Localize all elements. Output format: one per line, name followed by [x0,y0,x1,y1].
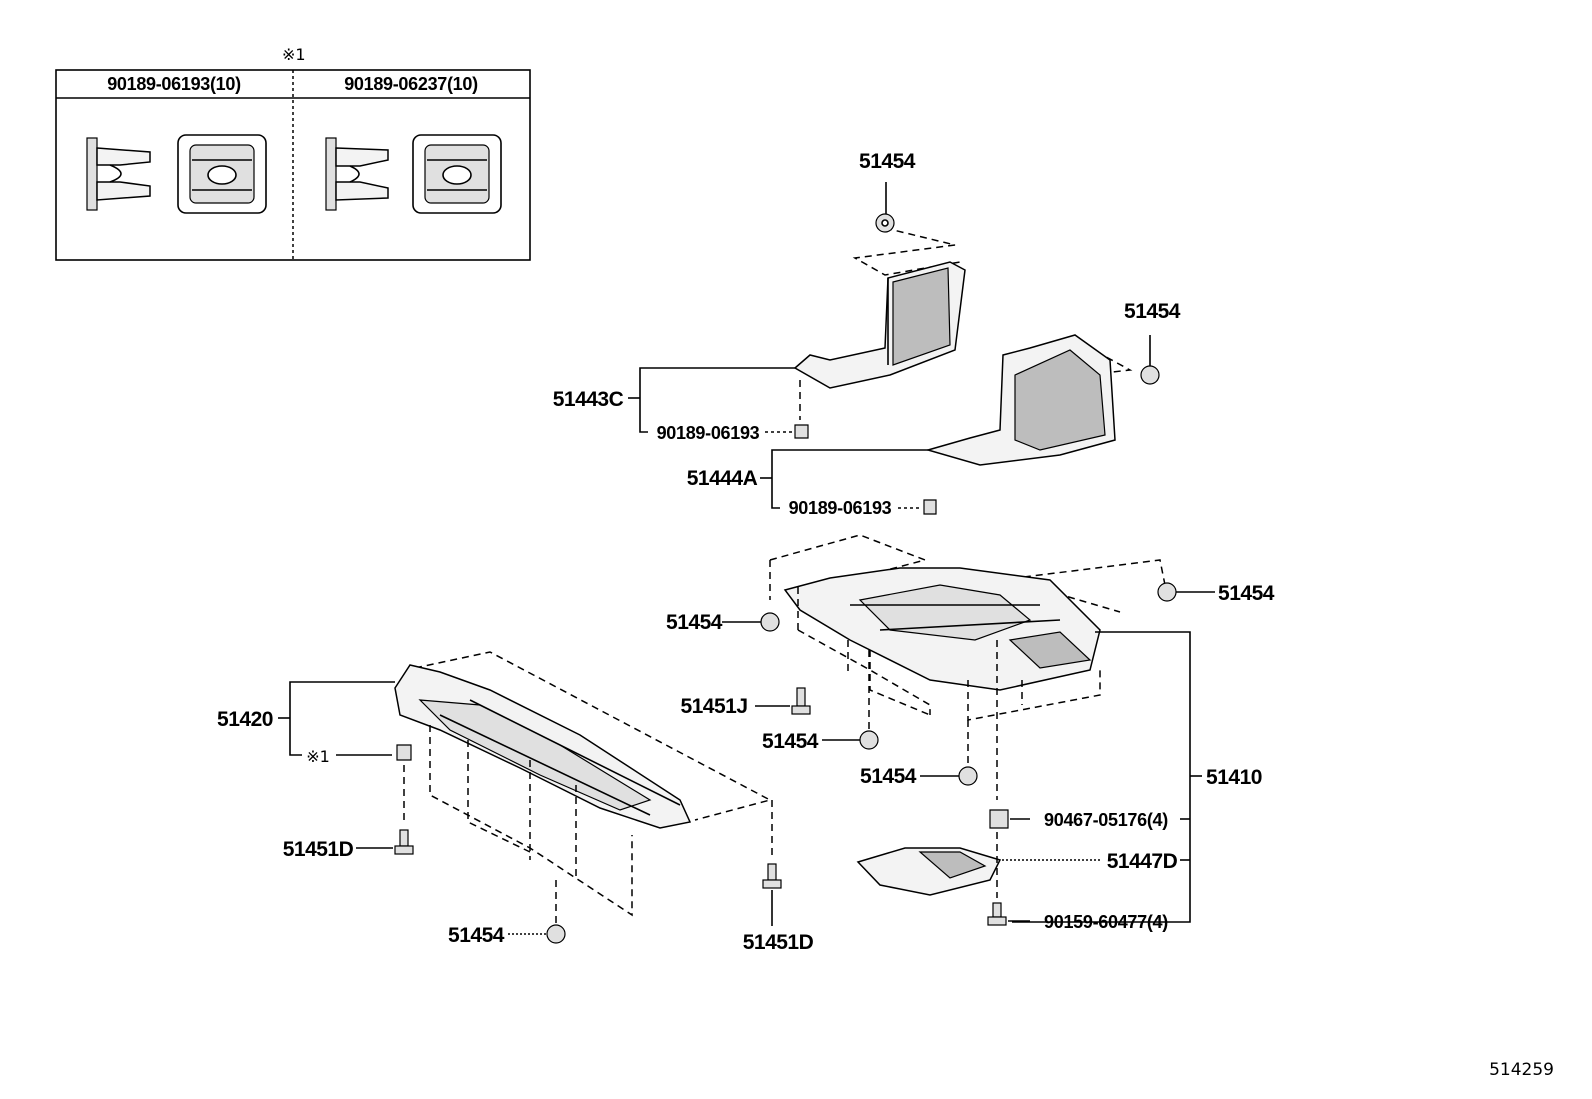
nut-icon [1140,365,1160,385]
callout-51454-mid-left: 51454 [666,611,723,634]
nut-icon [760,612,780,632]
callout-51454-top: 51454 [859,150,916,173]
callout-51447D: 51447D [1107,850,1178,873]
nut-icon [1157,582,1177,602]
shield-51444A [925,334,1133,466]
legend-note-mark: ※1 [282,45,306,64]
clip-icon [989,809,1009,829]
shield-51443C [793,227,966,389]
callout-51444A: 51444A [687,467,758,490]
nut-icon [859,730,879,750]
push-clip-icon [325,137,389,211]
callout-90189-06193-b: 90189-06193 [789,498,892,518]
clip-icon [396,744,412,761]
callout-90189-06193-a: 90189-06193 [657,423,760,443]
clip-head-icon [177,134,267,214]
callout-90467-05176: 90467-05176(4) [1044,810,1168,830]
legend-table: ※1 90189-06193(10) 90189-06237(10) [55,45,531,261]
push-clip-icon [86,137,151,211]
callout-51451D-right: 51451D [743,931,814,954]
nut-icon [546,924,566,944]
front-cover-51420 [394,651,773,917]
splash-shield-51447D [856,847,1002,896]
callout-51454-mid-right: 51454 [1218,582,1275,605]
callout-51454-bottom: 51454 [448,924,505,947]
legend-col-1-part: 90189-06193(10) [107,74,241,94]
under-cover-51410 [769,534,1166,800]
clip-icon [923,499,937,515]
callout-51420: 51420 [217,708,273,731]
bolt-icon [791,687,811,715]
callout-51454-lower: 51454 [860,765,917,788]
bolt-icon [762,863,782,889]
callout-51454-right-upper: 51454 [1124,300,1181,323]
nut-icon [958,766,978,786]
clip-head-icon [412,134,502,214]
clip-icon [794,424,809,439]
callout-51451D-left: 51451D [283,838,354,861]
bolt-icon [987,902,1007,926]
figure-code: 514259 [1489,1060,1554,1080]
callout-51410: 51410 [1206,766,1262,789]
callout-51454-center: 51454 [762,730,819,753]
bolt-icon [394,829,414,855]
callout-51443C: 51443C [553,388,624,411]
callout-90159-60477: 90159-60477(4) [1044,912,1168,932]
callout-note-ref: ※1 [306,747,330,766]
nut-icon [875,213,895,233]
legend-col-2-part: 90189-06237(10) [344,74,478,94]
callout-51451J: 51451J [680,695,747,718]
